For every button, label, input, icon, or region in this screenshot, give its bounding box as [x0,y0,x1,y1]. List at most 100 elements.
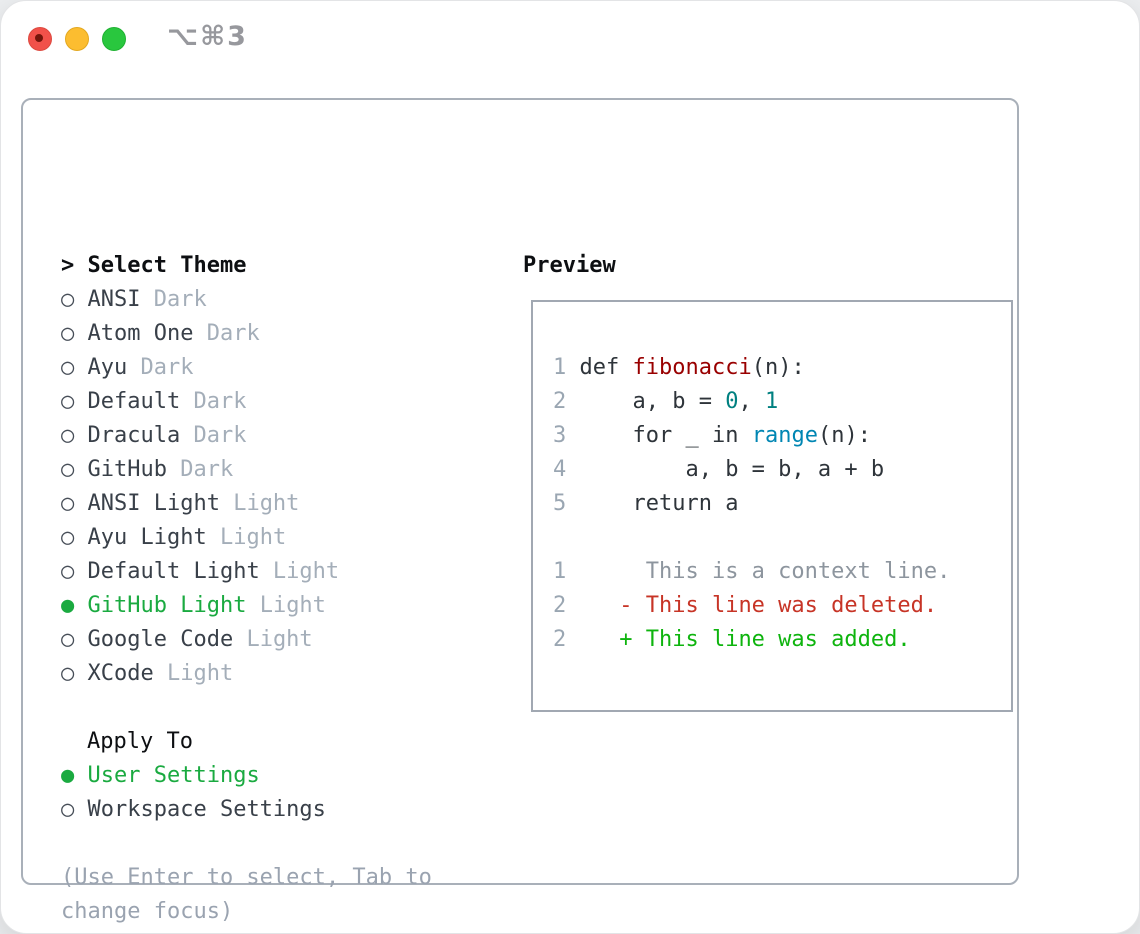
code-line: 5 return a [553,487,950,521]
radio-unselected-icon: ○ [61,661,88,686]
apply-to-title: Apply To [87,729,193,754]
option-variant-label: Light [206,525,287,550]
option-variant-label: Light [153,661,234,686]
option-variant-label: Light [233,627,313,652]
radio-unselected-icon: ○ [61,423,88,448]
code-token-plain [738,423,751,448]
line-number: 2 [553,593,567,618]
code-token-plain [566,593,619,618]
option-variant-label: Light [246,593,326,618]
radio-unselected-icon: ○ [61,321,88,346]
radio-selected-icon: ● [61,763,88,788]
select-theme-title: Select Theme [87,253,247,278]
theme-option[interactable]: ○ Ayu Light Light [61,521,339,555]
line-number: 3 [553,423,567,448]
theme-option[interactable]: ○ Ayu Dark [61,351,339,385]
line-number: 4 [553,457,567,482]
radio-unselected-icon: ○ [61,525,88,550]
code-token-plain [566,423,632,448]
theme-option[interactable]: ○ Default Light Light [61,555,339,589]
code-token-kw: def [579,355,620,380]
theme-option[interactable]: ○ ANSI Light Light [61,487,339,521]
code-token-plain [566,627,619,652]
option-label: Ayu [87,355,128,380]
code-token-kw: return [632,491,712,516]
code-line: 2 - This line was deleted. [553,589,950,623]
minimize-button[interactable] [65,27,89,51]
option-label: GitHub [87,457,167,482]
radio-unselected-icon: ○ [61,627,88,652]
option-label: ANSI [87,287,141,312]
apply-to-option[interactable]: ● User Settings [61,759,326,793]
option-variant-label: Light [259,559,340,584]
apply-to-list: ● User Settings○ Workspace Settings [61,759,326,827]
theme-option[interactable]: ○ ANSI Dark [61,283,339,317]
close-button[interactable] [28,27,52,51]
code-line [553,521,950,555]
line-number: 5 [553,491,567,516]
code-token-plain: a, b = [566,389,726,414]
line-number: 2 [553,389,567,414]
code-line: 1 def fibonacci(n): [553,351,950,385]
theme-option[interactable]: ○ GitHub Dark [61,453,339,487]
code-token-fn: fibonacci [632,355,752,380]
code-token-plain: a [711,491,739,516]
code-token-del: - This line was deleted. [619,593,938,618]
option-label: Default Light [87,559,260,584]
option-label: GitHub Light [87,593,247,618]
option-variant-label: Dark [180,423,247,448]
option-label: Default [87,389,181,414]
theme-option[interactable]: ○ Atom One Dark [61,317,339,351]
unsaved-dot-icon [35,34,43,42]
code-token-plain: a, b = b, a + b [566,457,885,482]
apply-to-option[interactable]: ○ Workspace Settings [61,793,326,827]
code-token-num: 0 [725,389,739,414]
code-token-plain: (n): [751,355,805,380]
code-line: 3 for _ in range(n): [553,419,950,453]
option-variant-label: Dark [166,457,234,482]
option-label: User Settings [87,763,260,788]
radio-unselected-icon: ○ [61,457,88,482]
code-line: 4 a, b = b, a + b [553,453,950,487]
theme-option[interactable]: ○ XCode Light [61,657,339,691]
option-label: Dracula [87,423,181,448]
line-number: 2 [553,627,567,652]
radio-selected-icon: ● [61,593,88,618]
theme-option[interactable]: ○ Google Code Light [61,623,339,657]
hint-text: (Use Enter to select, Tab to change focu… [61,865,432,924]
code-token-plain [566,491,632,516]
window-title: ⌥⌘3 [167,21,248,52]
select-theme-header: > Select Theme [61,249,246,283]
option-label: Google Code [87,627,234,652]
code-token-add: + This line was added. [619,627,911,652]
radio-unselected-icon: ○ [61,355,88,380]
radio-unselected-icon: ○ [61,287,88,312]
code-token-plain: (n): [817,423,871,448]
code-token-plain [619,355,632,380]
code-token-plain [566,355,579,380]
radio-unselected-icon: ○ [61,797,88,822]
code-token-plain: _ [672,423,712,448]
selection-caret: > [61,253,75,278]
line-number: 1 [553,559,567,584]
theme-option[interactable]: ○ Default Dark [61,385,339,419]
theme-list: ○ ANSI Dark○ Atom One Dark○ Ayu Dark○ De… [61,283,339,691]
option-variant-label: Dark [193,321,260,346]
theme-option[interactable]: ● GitHub Light Light [61,589,339,623]
code-token-ctx: This is a context line. [566,559,951,584]
code-token-kw: for [632,423,673,448]
code-line: 1 This is a context line. [553,555,950,589]
radio-unselected-icon: ○ [61,389,88,414]
theme-option[interactable]: ○ Dracula Dark [61,419,339,453]
option-label: Atom One [87,321,194,346]
line-number: 1 [553,355,567,380]
maximize-button[interactable] [102,27,126,51]
option-variant-label: Dark [140,287,207,312]
option-variant-label: Light [219,491,300,516]
titlebar: ⌥⌘3 [1,1,1139,75]
option-label: Ayu Light [87,525,207,550]
